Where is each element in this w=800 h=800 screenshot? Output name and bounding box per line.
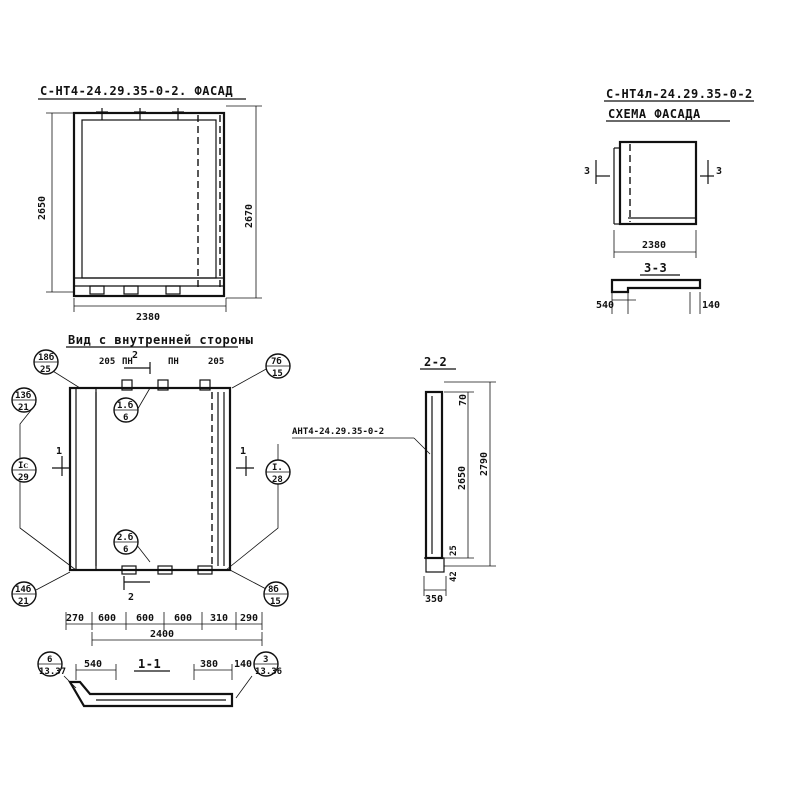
svg-text:21: 21 xyxy=(18,403,29,413)
callout-section11-right: 3 13.36 xyxy=(253,651,282,677)
scheme-title-line2: СХЕМА ФАСАДА xyxy=(608,107,701,121)
bottom-dim-4: 600 xyxy=(174,613,192,624)
svg-text:18б: 18б xyxy=(38,352,54,363)
scheme-panel xyxy=(618,140,698,226)
inner-view-title: Вид с внутренней стороны xyxy=(68,333,254,347)
section22-title: 2-2 xyxy=(424,355,447,369)
svg-text:I.: I. xyxy=(272,463,283,473)
svg-text:29: 29 xyxy=(18,473,29,483)
section11-dim-right2: 140 xyxy=(234,659,252,670)
section22-profile xyxy=(424,390,444,560)
section33-dim-right: 140 xyxy=(702,300,720,311)
section22-dim-main: 2650 xyxy=(457,466,468,490)
callout-7b: 7б 15 xyxy=(265,353,291,379)
section33-profile xyxy=(610,278,702,294)
facade-height-left: 2650 xyxy=(37,196,48,220)
svg-text:1.б: 1.б xyxy=(117,400,133,411)
callout-right-28: I. 28 xyxy=(265,459,291,485)
svg-text:13.36: 13.36 xyxy=(255,667,282,677)
section11-dim-left: 540 xyxy=(84,659,102,670)
section22-dim-total: 2790 xyxy=(479,452,490,476)
scheme-section-right: 3 xyxy=(716,166,722,177)
inner-panel xyxy=(68,386,232,572)
scheme-section-left: 3 xyxy=(584,166,590,177)
facade-width: 2380 xyxy=(136,312,160,323)
svg-text:6: 6 xyxy=(47,655,52,665)
svg-text:8б: 8б xyxy=(268,584,279,595)
callout-1b: 1.б 6 xyxy=(113,397,139,423)
section11-title: 1-1 xyxy=(138,657,161,671)
scheme-width: 2380 xyxy=(642,240,666,251)
section-1-1: 1-1 540 380 140 6 13.37 3 13.36 xyxy=(37,651,282,708)
section11-dim-right1: 380 xyxy=(200,659,218,670)
callout-18b: 18б 25 xyxy=(33,349,59,375)
section-mark-right: 1 xyxy=(240,446,246,457)
bottom-dim-1: 270 xyxy=(66,613,84,624)
section22-dim-width: 350 xyxy=(425,594,443,605)
section33-title: 3-3 xyxy=(644,261,667,275)
facade-panel xyxy=(72,111,226,298)
bottom-dim-2: 600 xyxy=(98,613,116,624)
svg-text:7б: 7б xyxy=(271,356,282,367)
svg-text:25: 25 xyxy=(40,365,51,375)
callout-left-29: Iᴄ 29 xyxy=(11,457,37,483)
svg-text:28: 28 xyxy=(272,475,283,485)
svg-text:21: 21 xyxy=(18,597,29,607)
facade-view: С-НТ4-24.29.35-0-2. ФАСАД 2650 2670 xyxy=(37,84,262,323)
dim-205-right: 205 xyxy=(208,357,224,367)
callout-14b: 14б 21 xyxy=(11,581,37,607)
inner-view: Вид с внутренней стороны 205 205 ПН ПН 2… xyxy=(11,333,291,646)
svg-text:3: 3 xyxy=(263,655,268,665)
facade-height-right: 2670 xyxy=(244,204,255,228)
svg-text:14б: 14б xyxy=(15,584,31,595)
pn-left: ПН xyxy=(122,357,133,367)
bottom-dim-5: 310 xyxy=(210,613,228,624)
pn-right: ПН xyxy=(168,357,179,367)
section11-profile xyxy=(68,680,234,708)
section-3-3: 3-3 540 140 xyxy=(596,261,720,314)
dim-total-2400: 2400 xyxy=(150,629,174,640)
dim-205-left: 205 xyxy=(99,357,115,367)
callout-2b: 2.б 6 xyxy=(113,529,139,555)
cut-mark-top: 2 xyxy=(132,350,138,361)
facade-title: С-НТ4-24.29.35-0-2. ФАСАД xyxy=(40,84,233,98)
svg-text:6: 6 xyxy=(123,413,128,423)
callout-section11-left: 6 13.37 xyxy=(37,651,66,677)
scheme-view: С-НТ4л-24.29.35-0-2 СХЕМА ФАСАДА 3 3 238… xyxy=(584,87,754,258)
section22-dim-bottom1: 25 xyxy=(449,545,459,556)
svg-text:Iᴄ: Iᴄ xyxy=(18,461,28,471)
svg-text:15: 15 xyxy=(270,597,281,607)
section-mark-left: 1 xyxy=(56,446,62,457)
leader-lines xyxy=(19,367,279,591)
svg-text:6: 6 xyxy=(123,545,128,555)
cut-mark-bottom: 2 xyxy=(128,592,134,603)
section22-dim-top: 70 xyxy=(458,394,469,406)
svg-text:13б: 13б xyxy=(15,390,31,401)
bottom-dim-3: 600 xyxy=(136,613,154,624)
svg-text:15: 15 xyxy=(272,369,283,379)
callout-8b: 8б 15 xyxy=(263,581,289,607)
section22-label: АНТ4-24.29.35-0-2 xyxy=(292,427,384,437)
section22-dim-bottom2: 42 xyxy=(449,571,459,582)
svg-text:13.37: 13.37 xyxy=(39,667,66,677)
bottom-dim-6: 290 xyxy=(240,613,258,624)
section-2-2: 2-2 АНТ4-24.29.35-0-2 2650 2790 70 25 42… xyxy=(292,355,496,605)
scheme-title-line1: С-НТ4л-24.29.35-0-2 xyxy=(606,87,753,101)
svg-text:2.б: 2.б xyxy=(117,532,133,543)
section33-dim-left: 540 xyxy=(596,300,614,311)
callout-13b: 13б 21 xyxy=(11,387,37,413)
